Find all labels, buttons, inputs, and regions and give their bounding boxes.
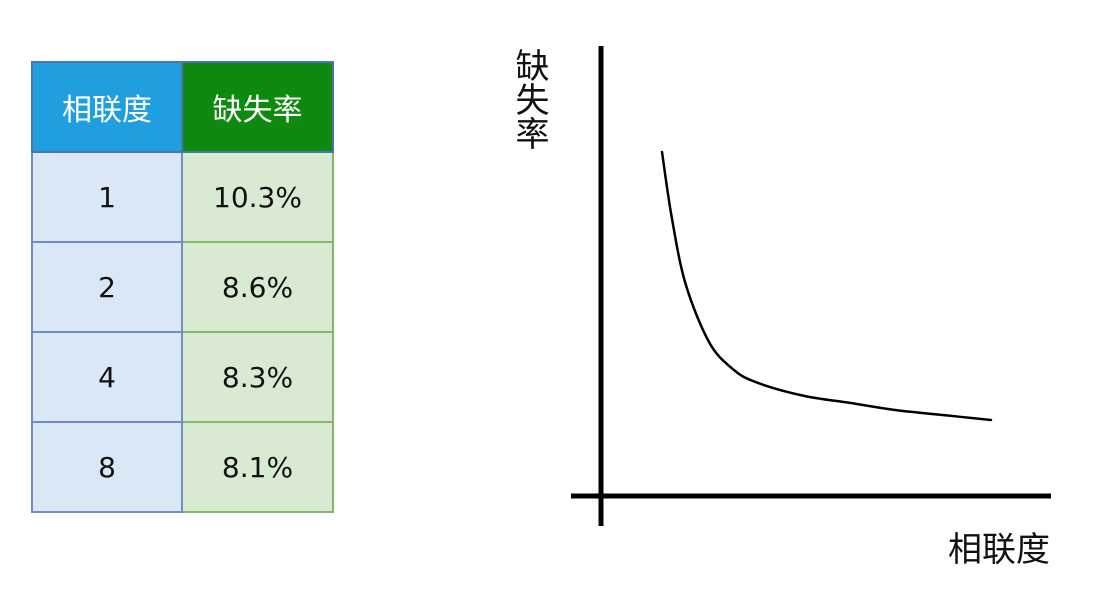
cell-miss-rate: 10.3%	[181, 151, 334, 243]
table-header-row: 相联度 缺失率	[31, 61, 334, 153]
y-axis-label: 缺失率	[509, 48, 549, 150]
associativity-miss-rate-table: 相联度 缺失率 1 10.3% 2 8.6% 4 8.3% 8 8.1%	[31, 61, 334, 513]
table-row: 4 8.3%	[31, 331, 334, 423]
header-miss-rate: 缺失率	[181, 61, 334, 153]
cell-associativity: 4	[31, 331, 183, 423]
table-row: 8 8.1%	[31, 421, 334, 513]
cell-associativity: 2	[31, 241, 183, 333]
table-row: 2 8.6%	[31, 241, 334, 333]
cell-associativity: 1	[31, 151, 183, 243]
series-line	[660, 150, 993, 422]
cell-miss-rate: 8.6%	[181, 241, 334, 333]
cell-associativity: 8	[31, 421, 183, 513]
cell-miss-rate: 8.3%	[181, 331, 334, 423]
table-row: 1 10.3%	[31, 151, 334, 243]
cell-miss-rate: 8.1%	[181, 421, 334, 513]
x-axis-label: 相联度	[948, 530, 1050, 570]
header-associativity: 相联度	[31, 61, 183, 153]
